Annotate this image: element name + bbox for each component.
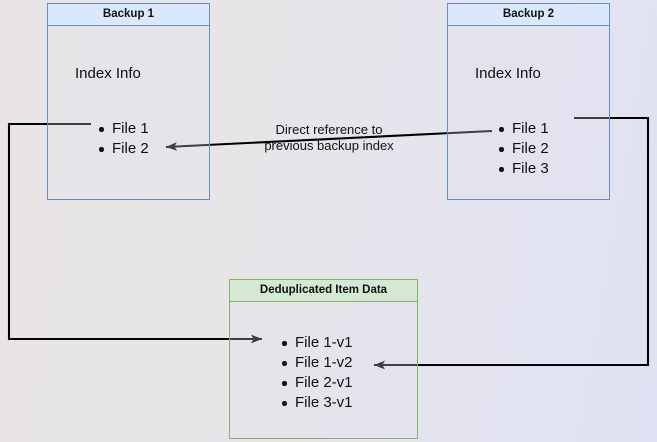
node-backup-2-body: Index Info File 1 File 2 File 3	[448, 26, 609, 199]
backup-1-file-list: File 1 File 2	[98, 119, 149, 159]
edge-label-direct-reference: Direct reference to previous backup inde…	[264, 122, 394, 153]
node-backup-1[interactable]: Backup 1 Index Info File 1 File 2	[47, 3, 210, 200]
list-item: File 3	[498, 159, 549, 179]
node-dedup-title: Deduplicated Item Data	[230, 280, 417, 302]
list-item: File 2	[98, 139, 149, 159]
list-item: File 1-v1	[281, 333, 353, 353]
node-deduplicated-item-data[interactable]: Deduplicated Item Data File 1-v1 File 1-…	[229, 279, 418, 439]
node-backup-1-body: Index Info File 1 File 2	[48, 26, 209, 199]
list-item: File 2-v1	[281, 373, 353, 393]
node-backup-2-title: Backup 2	[448, 4, 609, 26]
node-dedup-body: File 1-v1 File 1-v2 File 2-v1 File 3-v1	[230, 302, 417, 438]
dedup-file-list: File 1-v1 File 1-v2 File 2-v1 File 3-v1	[281, 333, 353, 413]
list-item: File 1	[498, 119, 549, 139]
backup-1-index-info-label: Index Info	[75, 65, 141, 82]
list-item: File 1-v2	[281, 353, 353, 373]
node-backup-1-title: Backup 1	[48, 4, 209, 26]
list-item: File 2	[498, 139, 549, 159]
list-item: File 3-v1	[281, 393, 353, 413]
list-item: File 1	[98, 119, 149, 139]
node-backup-2[interactable]: Backup 2 Index Info File 1 File 2 File 3	[447, 3, 610, 200]
backup-2-index-info-label: Index Info	[475, 65, 541, 82]
backup-2-file-list: File 1 File 2 File 3	[498, 119, 549, 179]
